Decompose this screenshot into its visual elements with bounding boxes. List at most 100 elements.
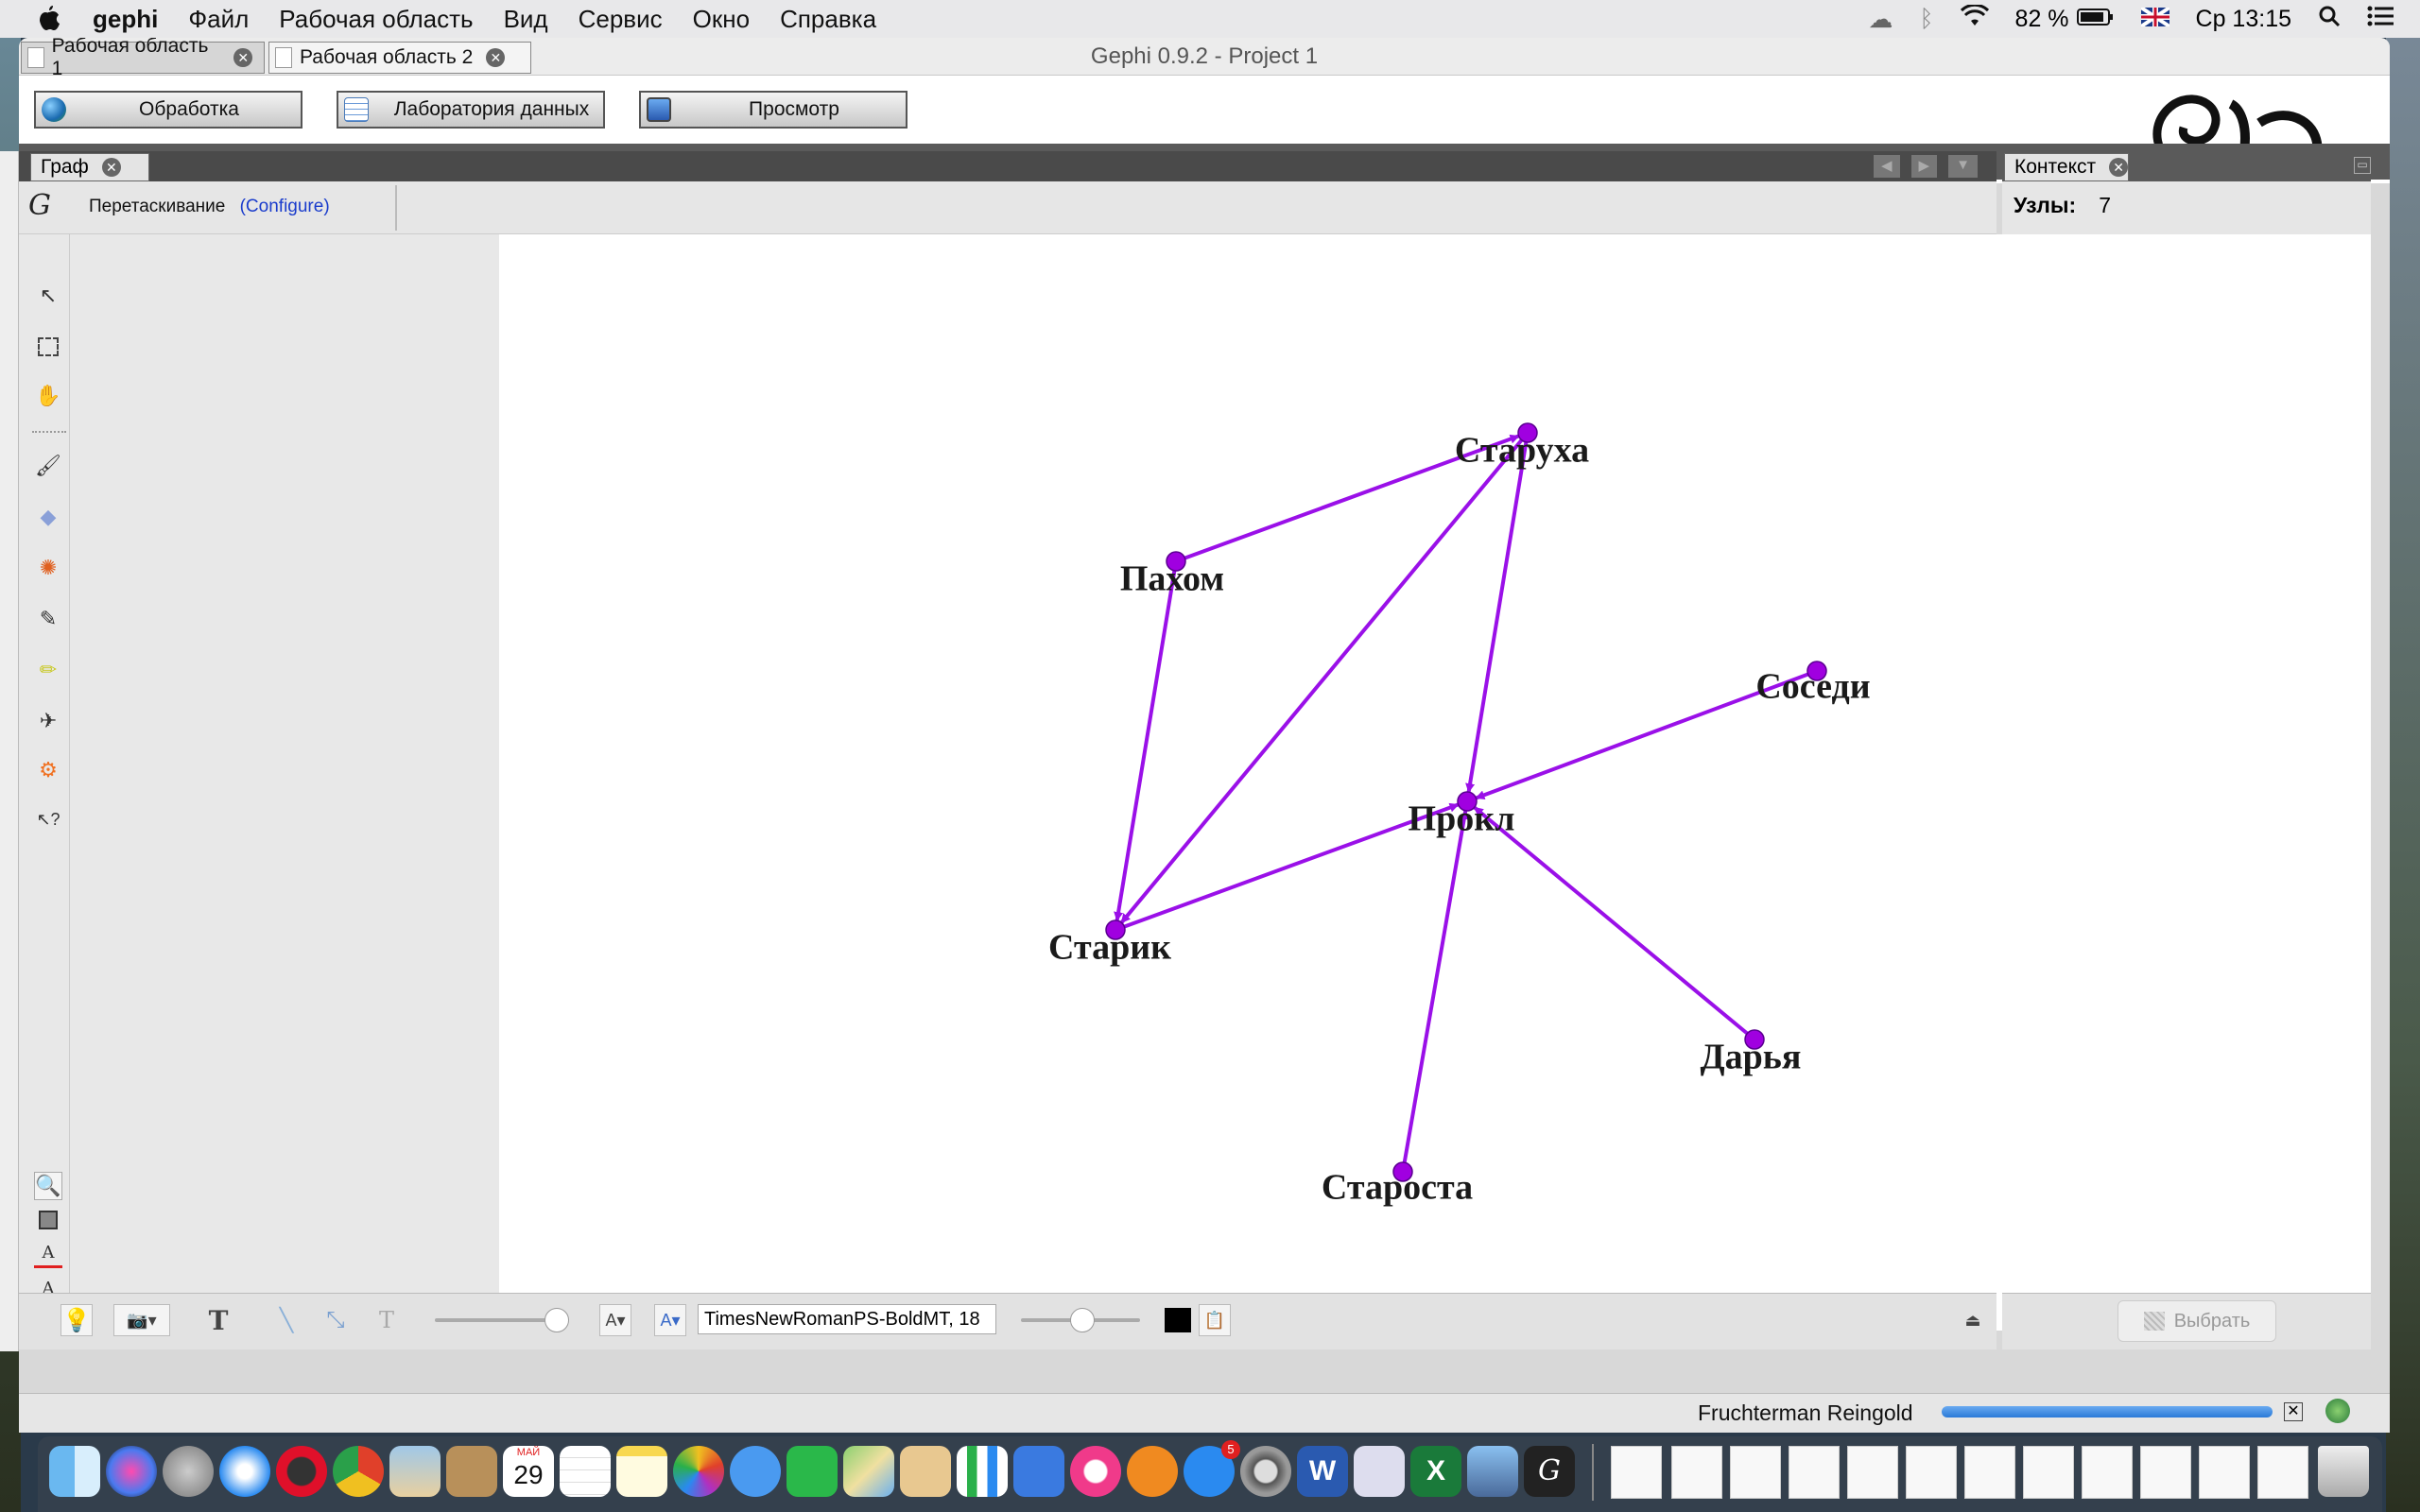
graph-edge-sosedi-prokl[interactable] xyxy=(1475,669,1818,800)
photo-booth-icon[interactable] xyxy=(900,1446,951,1497)
scroll-left-icon[interactable]: ◀ xyxy=(1874,155,1900,178)
photos-icon[interactable] xyxy=(673,1446,724,1497)
launchpad-icon[interactable] xyxy=(163,1446,214,1497)
graph-view[interactable]: СтарухаПахомСоседиПроклСтарикДарьяСтарос… xyxy=(499,234,2371,1331)
background-color-icon[interactable] xyxy=(34,1206,62,1234)
graph-node-starik[interactable] xyxy=(1105,919,1126,940)
document-thumbnail[interactable] xyxy=(2257,1446,2308,1499)
graph-edge-staruha-prokl[interactable] xyxy=(1465,432,1530,794)
help-pointer-icon[interactable]: ↖? xyxy=(36,809,60,829)
graph-node-prokl[interactable] xyxy=(1457,791,1478,812)
graph-edge-pahom-staruha[interactable] xyxy=(1175,434,1520,563)
workspace-tab-2[interactable]: Рабочая область 2 ✕ xyxy=(268,42,531,74)
edge-color-icon[interactable]: ⤡ xyxy=(326,1307,345,1332)
path-pencil-icon[interactable]: ✏ xyxy=(39,658,58,681)
panel-list-icon[interactable]: ▼ xyxy=(1948,155,1978,178)
contacts-icon[interactable] xyxy=(446,1446,497,1497)
document-thumbnail[interactable] xyxy=(1671,1446,1722,1499)
collapsed-side-panel[interactable] xyxy=(0,151,19,1351)
maps-icon[interactable] xyxy=(843,1446,894,1497)
painter-brush-icon[interactable]: 🖌 xyxy=(35,454,61,477)
font-size-decrease-icon[interactable]: A▾ xyxy=(599,1304,631,1336)
screenshot-camera-icon[interactable]: 📷▾ xyxy=(113,1304,170,1336)
mail-bird-icon[interactable] xyxy=(389,1446,441,1497)
perspective-preview-button[interactable]: Просмотр xyxy=(639,91,908,129)
selection-pointer-icon[interactable]: ↖ xyxy=(39,284,58,307)
numbers-icon[interactable] xyxy=(957,1446,1008,1497)
bluetooth-icon[interactable]: ᛒ xyxy=(1919,5,1934,32)
graph-node-staruha[interactable] xyxy=(1517,422,1538,443)
menu-workspace[interactable]: Рабочая область xyxy=(279,4,474,33)
graph-node-pahom[interactable] xyxy=(1166,551,1186,572)
lightbulb-icon[interactable]: 💡 xyxy=(60,1304,93,1336)
graph-node-sosedi[interactable] xyxy=(1806,661,1827,681)
settings-gear-icon[interactable]: ⚙ xyxy=(39,758,58,782)
cancel-task-icon[interactable]: ✕ xyxy=(2284,1402,2303,1421)
select-button[interactable]: Выбрать xyxy=(2118,1300,2276,1342)
tab-context[interactable]: Контекст ✕ xyxy=(2004,153,2129,181)
menubar-clock[interactable]: Ср 13:15 xyxy=(2195,5,2291,32)
chrome-icon[interactable] xyxy=(333,1446,384,1497)
menu-help[interactable]: Справка xyxy=(780,4,877,33)
app-store-icon[interactable]: 5 xyxy=(1184,1440,1240,1497)
notes-icon[interactable] xyxy=(616,1446,667,1497)
input-source-flag-icon[interactable] xyxy=(2139,5,2170,33)
wifi-icon[interactable] xyxy=(1960,3,1989,34)
ant-app-icon[interactable] xyxy=(1354,1446,1405,1497)
zoom-fit-icon[interactable]: 🔍 xyxy=(34,1172,62,1200)
document-thumbnail[interactable] xyxy=(2023,1446,2074,1499)
messages-icon[interactable] xyxy=(730,1446,781,1497)
graph-edge-starosta-prokl[interactable] xyxy=(1401,809,1469,1173)
graph-edge-pahom-starik[interactable] xyxy=(1114,560,1178,922)
minimize-panel-icon[interactable]: ▭ xyxy=(2354,157,2371,174)
close-icon[interactable]: ✕ xyxy=(486,48,506,67)
spotlight-search-icon[interactable] xyxy=(2318,5,2341,34)
edge-scale-slider-track[interactable] xyxy=(435,1318,558,1322)
opera-icon[interactable] xyxy=(276,1446,327,1497)
notification-center-icon[interactable] xyxy=(2367,6,2394,33)
preview-icon[interactable] xyxy=(1467,1446,1518,1497)
menu-view[interactable]: Вид xyxy=(503,4,548,33)
drag-hand-icon[interactable]: ✋ xyxy=(35,384,61,407)
edge-line-icon[interactable]: ╲ xyxy=(279,1307,294,1333)
document-thumbnail[interactable] xyxy=(2082,1446,2133,1499)
battery-icon[interactable] xyxy=(2076,6,2115,33)
word-icon[interactable]: W xyxy=(1297,1446,1348,1497)
siri-icon[interactable] xyxy=(106,1446,157,1497)
menu-file[interactable]: Файл xyxy=(188,4,250,33)
label-attributes-icon[interactable]: 📋 xyxy=(1199,1304,1231,1336)
edge-pencil-icon[interactable]: ✎ xyxy=(39,607,58,630)
safari-icon[interactable] xyxy=(219,1446,270,1497)
document-thumbnail[interactable] xyxy=(1730,1446,1781,1499)
label-color-icon[interactable]: A xyxy=(34,1240,62,1268)
document-thumbnail[interactable] xyxy=(2199,1446,2250,1499)
size-diamond-icon[interactable]: ◆ xyxy=(40,505,57,528)
color-palette-icon[interactable]: ✺ xyxy=(39,556,58,579)
edge-labels-icon[interactable]: T xyxy=(378,1307,394,1333)
menu-app-name[interactable]: gephi xyxy=(93,4,159,33)
label-color-swatch[interactable] xyxy=(1165,1308,1191,1332)
creative-cloud-icon[interactable]: ☁ xyxy=(1868,4,1893,33)
books-icon[interactable] xyxy=(1127,1446,1178,1497)
excel-icon[interactable]: X xyxy=(1410,1446,1461,1497)
graph-edge-darya-prokl[interactable] xyxy=(1473,805,1756,1041)
document-thumbnail[interactable] xyxy=(1611,1446,1662,1499)
label-font-field[interactable]: TimesNewRomanPS-BoldMT, 18 xyxy=(698,1304,996,1334)
document-thumbnail[interactable] xyxy=(1847,1446,1898,1499)
reminders-icon[interactable] xyxy=(560,1446,611,1497)
menu-window[interactable]: Окно xyxy=(692,4,751,33)
close-icon[interactable]: ✕ xyxy=(233,48,252,67)
graph-node-starosta[interactable] xyxy=(1392,1161,1413,1182)
show-labels-icon[interactable]: T xyxy=(208,1304,229,1336)
memory-status-icon[interactable] xyxy=(2325,1399,2350,1423)
configure-link[interactable]: (Configure) xyxy=(239,197,330,216)
finder-icon[interactable] xyxy=(49,1446,100,1497)
airplane-icon[interactable]: ✈ xyxy=(39,709,58,732)
graph-panel-scroll-controls[interactable]: ◀ ▶ ▼ xyxy=(1874,155,1991,178)
label-size-slider-knob[interactable] xyxy=(1070,1308,1095,1332)
document-thumbnail[interactable] xyxy=(1906,1446,1957,1499)
rectangle-select-icon[interactable] xyxy=(34,333,62,361)
document-thumbnail[interactable] xyxy=(2140,1446,2191,1499)
itunes-icon[interactable] xyxy=(1070,1446,1121,1497)
